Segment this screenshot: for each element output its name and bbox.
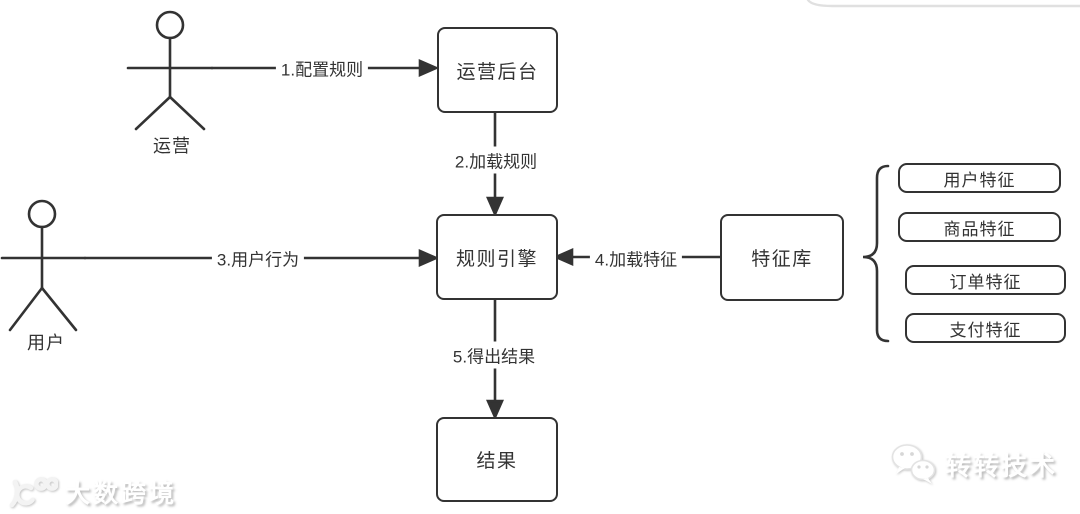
actor-user-label: 用户 [27,333,65,353]
arrowhead-icon [486,399,504,421]
edge-label-configure-rules: 1.配置规则 [275,54,369,82]
actor-head [155,10,185,40]
arrowhead-icon [486,196,504,218]
actor-head [27,199,57,229]
node-feature-store-label: 特征库 [751,249,813,270]
node-ops-backend: 运营后台 [437,27,558,113]
actor-user-stick-figure-icon [0,199,87,332]
curly-brace-icon [862,164,890,343]
node-result: 结果 [436,417,558,502]
arrowhead-icon [418,249,440,267]
node-result-label: 结果 [476,451,518,472]
chip-payment-features: 支付特征 [905,313,1066,343]
chip-user-features-label: 用户特征 [943,170,1016,190]
node-ops-backend-label: 运营后台 [456,61,539,83]
edge-label-user-behavior: 3.用户行为 [211,244,305,272]
chip-product-features: 商品特征 [898,212,1061,242]
chip-order-features-label: 订单特征 [949,272,1022,292]
card-edge-line [806,0,1080,8]
chip-order-features: 订单特征 [905,265,1066,295]
node-feature-store: 特征库 [720,214,844,301]
edge-label-produce-result: 5.得出结果 [447,341,541,369]
actor-ops-label: 运营 [153,136,191,156]
node-rule-engine-label: 规则引擎 [455,248,538,270]
arrowhead-icon [418,59,440,77]
edge-label-load-rules: 2.加载规则 [449,146,543,174]
arrowhead-icon [552,248,574,266]
chip-payment-features-label: 支付特征 [949,320,1022,340]
edge-label-load-features: 4.加载特征 [589,244,683,272]
node-rule-engine: 规则引擎 [436,214,558,300]
actor-ops-stick-figure-icon [126,10,214,131]
chip-product-features-label: 商品特征 [943,219,1016,239]
chip-user-features: 用户特征 [898,163,1061,193]
